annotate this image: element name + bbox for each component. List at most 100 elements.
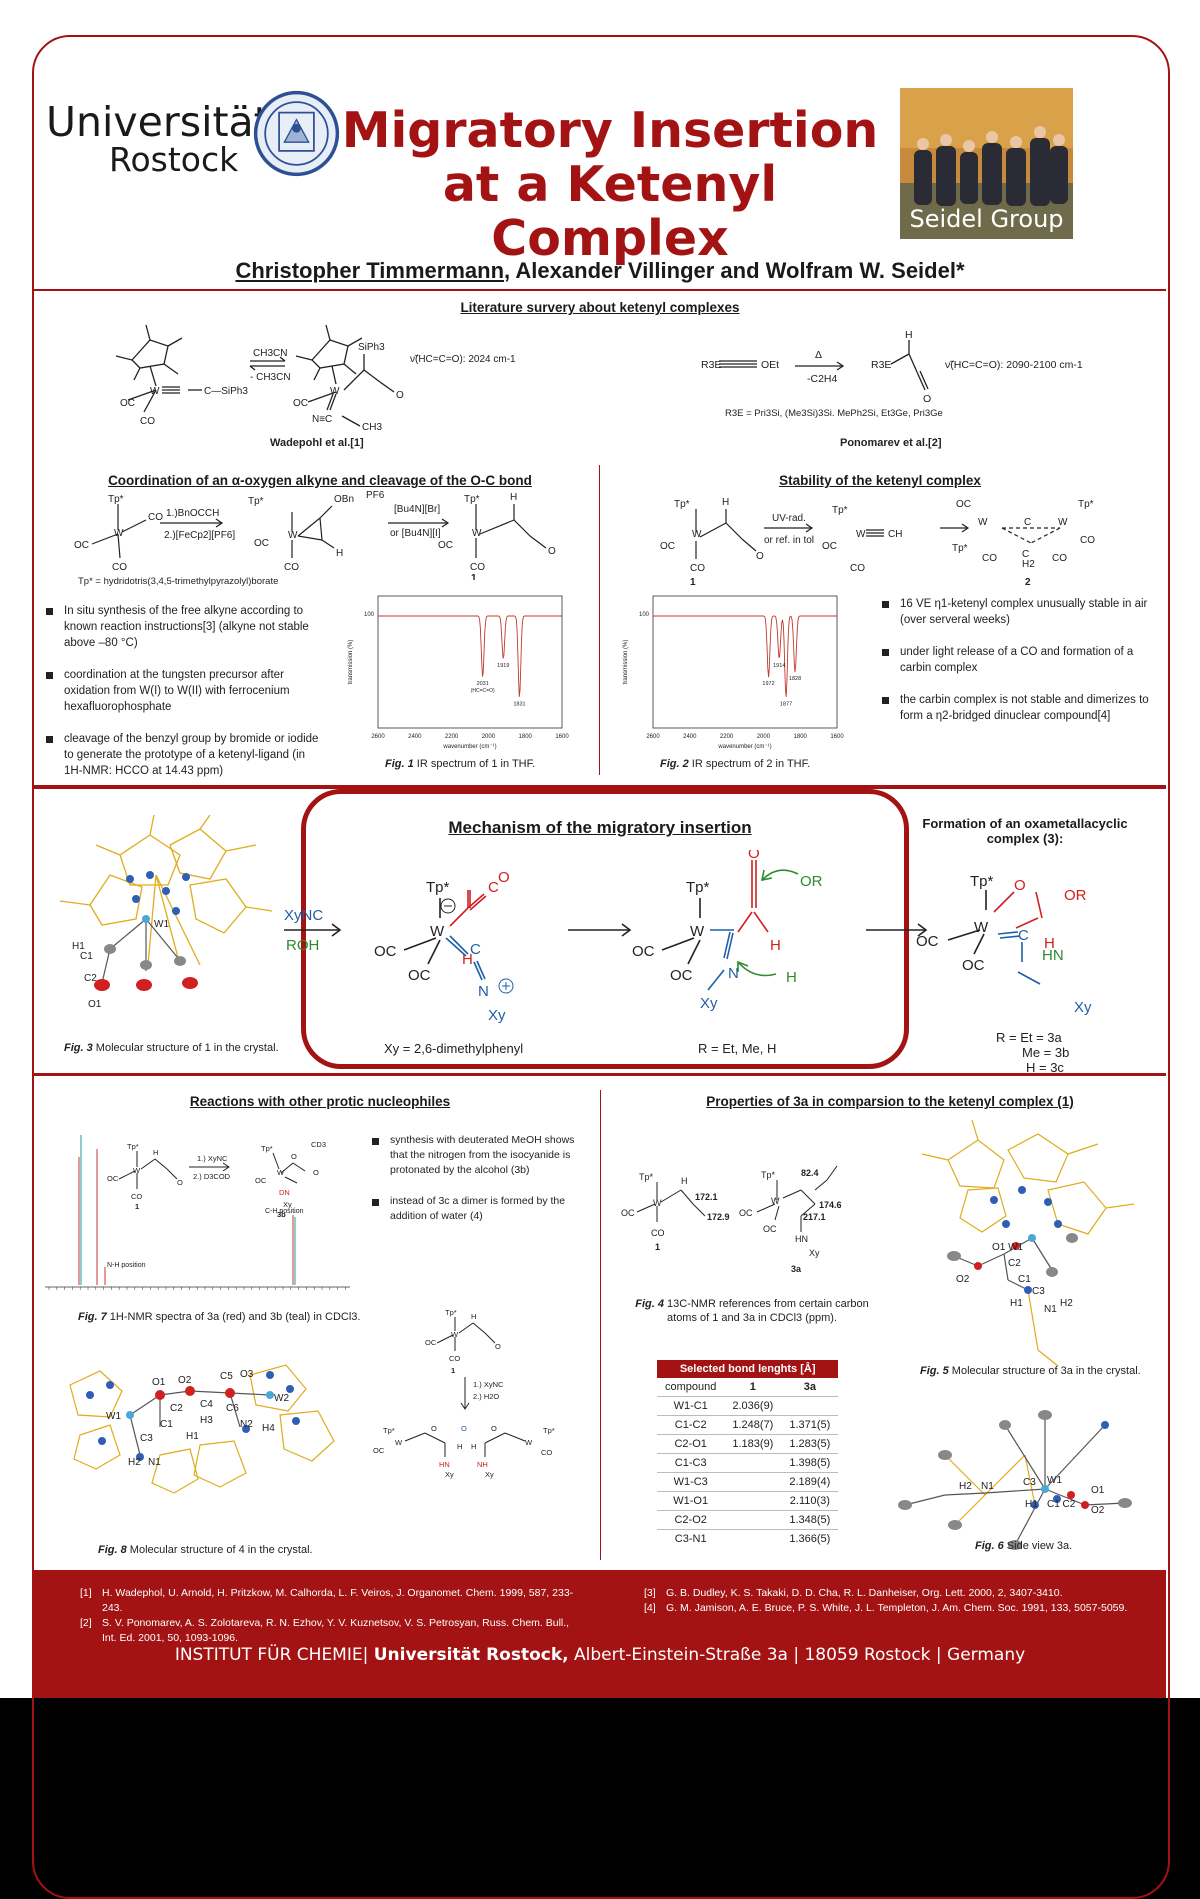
- fig3-caption: Fig. 3 Molecular structure of 1 in the c…: [64, 1042, 279, 1054]
- reagent-roh: ROH: [286, 937, 319, 954]
- svg-text:OEt: OEt: [761, 359, 779, 371]
- svg-text:C2: C2: [1008, 1258, 1021, 1269]
- svg-text:O: O: [313, 1168, 319, 1177]
- svg-text:C: C: [1022, 549, 1029, 560]
- bond-cell: W1-C3: [657, 1472, 725, 1492]
- svg-text:3b: 3b: [277, 1210, 286, 1217]
- header-divider: [34, 289, 1166, 291]
- svg-text:OC: OC: [621, 1208, 635, 1218]
- footer-institute: INSTITUT FÜR CHEMIE|: [174, 1645, 369, 1665]
- ir-peak-label: 1877: [780, 702, 792, 708]
- svg-text:N≡C: N≡C: [312, 414, 332, 425]
- ir-peak-label: 1831: [513, 702, 525, 708]
- svg-text:C1 C2: C1 C2: [1047, 1499, 1076, 1510]
- svg-text:OC: OC: [916, 933, 939, 950]
- svg-text:H1: H1: [1025, 1499, 1038, 1510]
- svg-text:Tp*: Tp*: [1078, 499, 1094, 510]
- svg-text:O2: O2: [956, 1274, 970, 1285]
- group-photo-image: [900, 88, 1073, 239]
- svg-text:Tp*: Tp*: [108, 494, 124, 505]
- ir-plot-frame: [652, 595, 838, 729]
- svg-text:1: 1: [471, 573, 477, 580]
- svg-text:W: W: [395, 1438, 403, 1447]
- svg-text:H: H: [1044, 935, 1055, 952]
- logo-line-2: Rostock: [109, 140, 239, 179]
- svg-text:CH3: CH3: [362, 422, 382, 430]
- svg-text:Tp*: Tp*: [445, 1308, 457, 1317]
- ref-text: G. M. Jamison, A. E. Bruce, P. S. White,…: [666, 1602, 1128, 1614]
- svg-text:W: W: [1058, 517, 1068, 528]
- mid-divider-bottom: [600, 1090, 601, 1560]
- coordination-bullet: In situ synthesis of the free alkyne acc…: [44, 603, 324, 651]
- fig3-num: Fig. 3: [64, 1042, 93, 1054]
- svg-text:O: O: [461, 1424, 467, 1433]
- ir-x-tick: 1600: [555, 734, 569, 740]
- bond-cell: 2.110(3): [781, 1491, 839, 1511]
- svg-text:W: W: [978, 517, 988, 528]
- xy-definition: Xy = 2,6-dimethylphenyl: [384, 1041, 524, 1056]
- svg-text:CO: CO: [690, 563, 705, 574]
- svg-text:H: H: [471, 1312, 476, 1321]
- svg-text:2: 2: [1025, 577, 1031, 588]
- mechanism-frame: [301, 789, 909, 1069]
- svg-text:O: O: [498, 869, 510, 886]
- ir-x-tick: 2200: [720, 734, 734, 740]
- protic-bullet: instead of 3c a dimer is formed by the a…: [370, 1194, 578, 1224]
- svg-text:W1: W1: [1047, 1475, 1062, 1486]
- svg-text:Xy: Xy: [445, 1470, 454, 1479]
- mech-or-label: OR: [800, 873, 823, 890]
- wadepohl-arrow-top: CH3CN: [253, 348, 287, 359]
- svg-text:O2: O2: [1091, 1505, 1105, 1516]
- properties-heading: Properties of 3a in comparsion to the ke…: [706, 1094, 1074, 1109]
- svg-text:C3: C3: [1023, 1477, 1036, 1488]
- stability-bullet: 16 VE η1-ketenyl complex unusually stabl…: [880, 596, 1155, 628]
- footer-address-text: Albert-Einstein-Straße 3a | 18059 Rostoc…: [568, 1645, 1026, 1665]
- svg-text:DN: DN: [279, 1188, 290, 1197]
- svg-text:W: W: [430, 923, 445, 940]
- svg-text:Xy: Xy: [485, 1470, 494, 1479]
- wadepohl-credit: Wadepohl et al.[1]: [270, 437, 364, 449]
- bond-cell: 1.283(5): [781, 1434, 839, 1454]
- svg-text:Tp*: Tp*: [952, 543, 968, 554]
- nmr-ch-label: C-H position: [265, 1208, 304, 1215]
- fig2-caption: Fig. 2 IR spectrum of 2 in THF.: [660, 758, 810, 770]
- svg-text:OC: OC: [956, 499, 971, 510]
- coordination-heading: Coordination of an α-oxygen alkyne and c…: [108, 473, 532, 488]
- fig5-num: Fig. 5: [920, 1365, 949, 1377]
- bond-cell: 1.366(5): [781, 1529, 839, 1548]
- tp-definition: Tp* = hydridotris(3,4,5-trimethylpyrazol…: [78, 576, 279, 587]
- ir-peak-sublabel: (HC=C=O): [471, 688, 495, 694]
- ir-spectrum-line: [378, 615, 562, 697]
- svg-text:NH: NH: [477, 1460, 488, 1469]
- svg-text:C3: C3: [140, 1433, 153, 1444]
- svg-text:CO: CO: [982, 553, 997, 564]
- fig2-num: Fig. 2: [660, 758, 689, 770]
- svg-text:Tp*: Tp*: [970, 873, 994, 890]
- svg-text:H: H: [770, 937, 781, 954]
- svg-text:Xy: Xy: [488, 1007, 506, 1024]
- ref-text: S. V. Ponomarev, A. S. Zolotareva, R. N.…: [102, 1617, 570, 1644]
- svg-text:OC: OC: [74, 540, 89, 551]
- svg-text:W: W: [114, 528, 124, 539]
- ir-plot-frame: [377, 595, 563, 729]
- fig6-text: Side view 3a.: [1006, 1540, 1073, 1552]
- svg-text:OC: OC: [438, 540, 453, 551]
- ir-x-tick: 2400: [408, 734, 422, 740]
- svg-text:CO: CO: [140, 416, 155, 427]
- ir-spectrum-line: [653, 615, 837, 697]
- ir-x-label: wavenumber (cm⁻¹): [442, 744, 496, 750]
- svg-text:C6: C6: [226, 1403, 239, 1414]
- svg-text:W: W: [330, 386, 340, 397]
- svg-text:W: W: [653, 1198, 662, 1208]
- svg-text:W1: W1: [154, 919, 169, 930]
- svg-text:O: O: [177, 1178, 183, 1187]
- ref-text: G. B. Dudley, K. S. Takaki, D. D. Cha, R…: [666, 1587, 1063, 1599]
- svg-text:C4: C4: [200, 1399, 213, 1410]
- svg-text:OC: OC: [374, 943, 397, 960]
- mid-divider-top: [599, 465, 600, 775]
